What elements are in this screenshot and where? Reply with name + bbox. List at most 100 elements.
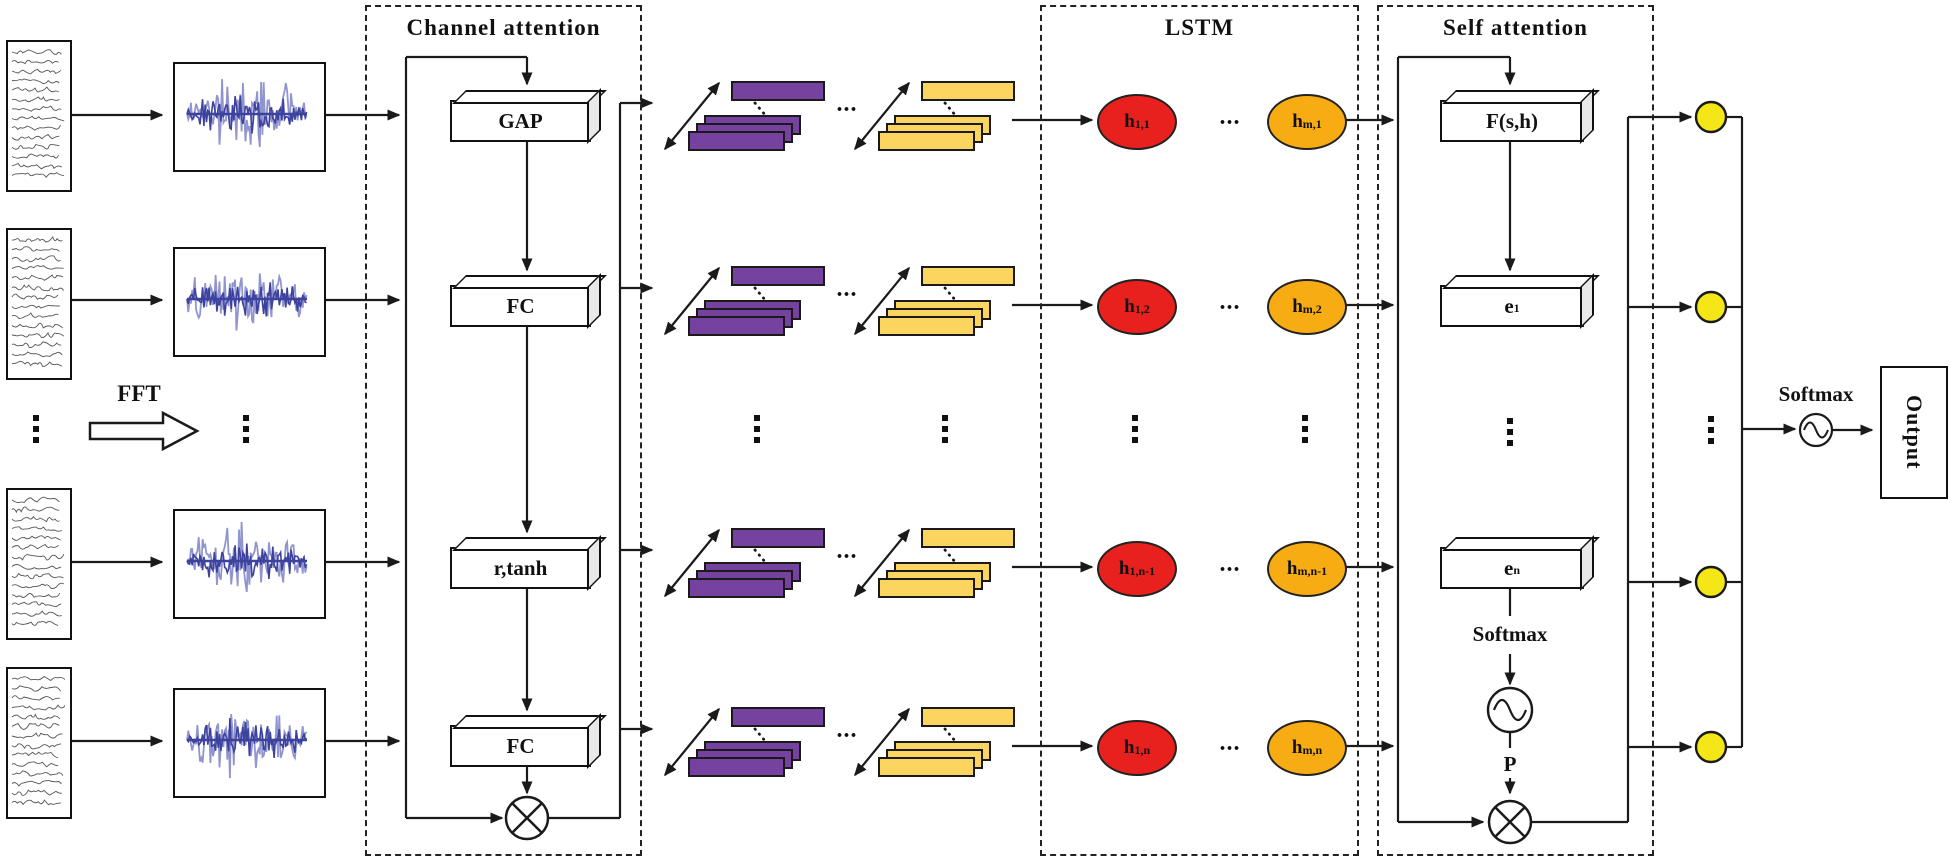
h-label: h: [1286, 558, 1298, 579]
channel-multiply-icon: [504, 795, 550, 841]
vertical-ellipsis: [754, 415, 760, 443]
h-sub: m,1: [1302, 116, 1322, 131]
feature-stack-yellow: [854, 707, 1015, 777]
output-connectors: [1742, 412, 1874, 448]
lstm-to-selfattention-arrows: [1343, 114, 1395, 752]
h-label: h: [1292, 296, 1303, 317]
weight-node: [1694, 730, 1728, 764]
h-sub: 1,2: [1134, 301, 1150, 316]
gap-block-label: GAP: [498, 108, 543, 133]
fc1-block: FC: [450, 285, 591, 327]
dots-diagonal-icon: [753, 101, 768, 118]
en-label: e: [1503, 555, 1514, 580]
fc2-block: FC: [450, 725, 591, 767]
h-label: h: [1118, 558, 1130, 579]
scale-double-arrow-icon: [664, 81, 720, 151]
self-attention-box: Self attention: [1377, 5, 1654, 856]
weight-node: [1694, 100, 1728, 134]
dots-diagonal-icon: [753, 727, 768, 744]
feature-stack-yellow: [854, 81, 1015, 151]
eeg-signal-box: [6, 667, 72, 819]
dots-diagonal-icon: [943, 727, 958, 744]
scale-double-arrow-icon: [664, 707, 720, 777]
h-sub: m,2: [1302, 301, 1322, 316]
self-attention-connectors: [1396, 55, 1693, 828]
rtanh-block-label: r,tanh: [493, 555, 548, 580]
eeg-waveforms-icon: [11, 49, 65, 178]
vertical-ellipsis: [1708, 416, 1714, 444]
vertical-ellipsis: [1132, 415, 1138, 443]
lstm-box: LSTM: [1040, 5, 1359, 856]
spectrum-waveform-icon: [186, 79, 308, 148]
channel-attention-box: Channel attention: [365, 5, 642, 856]
channel-attention-title: Channel attention: [406, 15, 601, 40]
stack-ellipsis: ...: [836, 276, 858, 302]
fsh-block-label: F(s,h): [1486, 108, 1538, 133]
lstm-ellipsis: ...: [1219, 289, 1241, 315]
p-label: P: [1503, 752, 1517, 776]
eeg-waveforms-icon: [11, 496, 65, 627]
output-activation-icon: [1798, 412, 1834, 448]
gap-block: GAP: [450, 100, 591, 142]
stack-ellipsis: ...: [836, 538, 858, 564]
eeg-signal-box: [6, 228, 72, 380]
fsh-block: F(s,h): [1440, 100, 1584, 142]
fft-block-arrow-icon: [88, 410, 200, 452]
vertical-ellipsis: [1302, 415, 1308, 443]
spectrum-box: [173, 247, 326, 357]
feature-stack-yellow: [854, 528, 1015, 598]
h-sub: m,n: [1302, 742, 1323, 757]
dots-diagonal-icon: [753, 548, 768, 565]
eeg-signal-box: [6, 40, 72, 192]
attention-output-nodes: [1694, 100, 1744, 764]
lstm-ellipsis: ...: [1219, 104, 1241, 130]
dots-diagonal-icon: [943, 101, 958, 118]
feature-stacks: [664, 81, 1015, 777]
eeg-signal-box: [6, 488, 72, 640]
lstm-ellipsis: ...: [1219, 551, 1241, 577]
spectrum-waveform-icon: [186, 273, 308, 331]
selfattention-activation-icon: [1486, 686, 1534, 734]
self-attention-title: Self attention: [1443, 15, 1588, 40]
vertical-ellipsis: [243, 415, 249, 443]
spectrum-box: [173, 62, 326, 172]
lstm-ellipsis: ...: [1219, 730, 1241, 756]
rtanh-block: r,tanh: [450, 547, 591, 589]
dots-diagonal-icon: [943, 286, 958, 303]
fft-label: FFT: [117, 381, 161, 406]
h-label: h: [1124, 111, 1135, 132]
self-multiply-icon: [1487, 799, 1533, 845]
h-sub: 1,n: [1134, 742, 1151, 757]
h-label: h: [1292, 111, 1303, 132]
e1-sub: 1: [1513, 300, 1520, 315]
h-sub: 1,1: [1134, 116, 1150, 131]
output-softmax-label: Softmax: [1778, 382, 1854, 406]
vertical-ellipsis: [33, 415, 39, 443]
scale-double-arrow-icon: [854, 81, 910, 151]
eeg-waveforms-icon: [11, 675, 67, 806]
dots-diagonal-icon: [943, 548, 958, 565]
spectrum-box: [173, 688, 326, 798]
feature-stack-purple: [664, 266, 825, 336]
e1-label: e: [1504, 293, 1514, 318]
vertical-ellipsis: [1507, 418, 1513, 446]
fc1-block-label: FC: [506, 293, 535, 318]
fc2-block-label: FC: [506, 733, 535, 758]
vertical-ellipsis: [942, 415, 948, 443]
weight-node: [1694, 565, 1728, 599]
h-label: h: [1291, 737, 1303, 758]
stack-ellipsis: ...: [836, 91, 858, 117]
spectrum-waveform-icon: [186, 714, 308, 779]
feature-stack-purple: [664, 707, 825, 777]
weight-node: [1694, 290, 1728, 324]
